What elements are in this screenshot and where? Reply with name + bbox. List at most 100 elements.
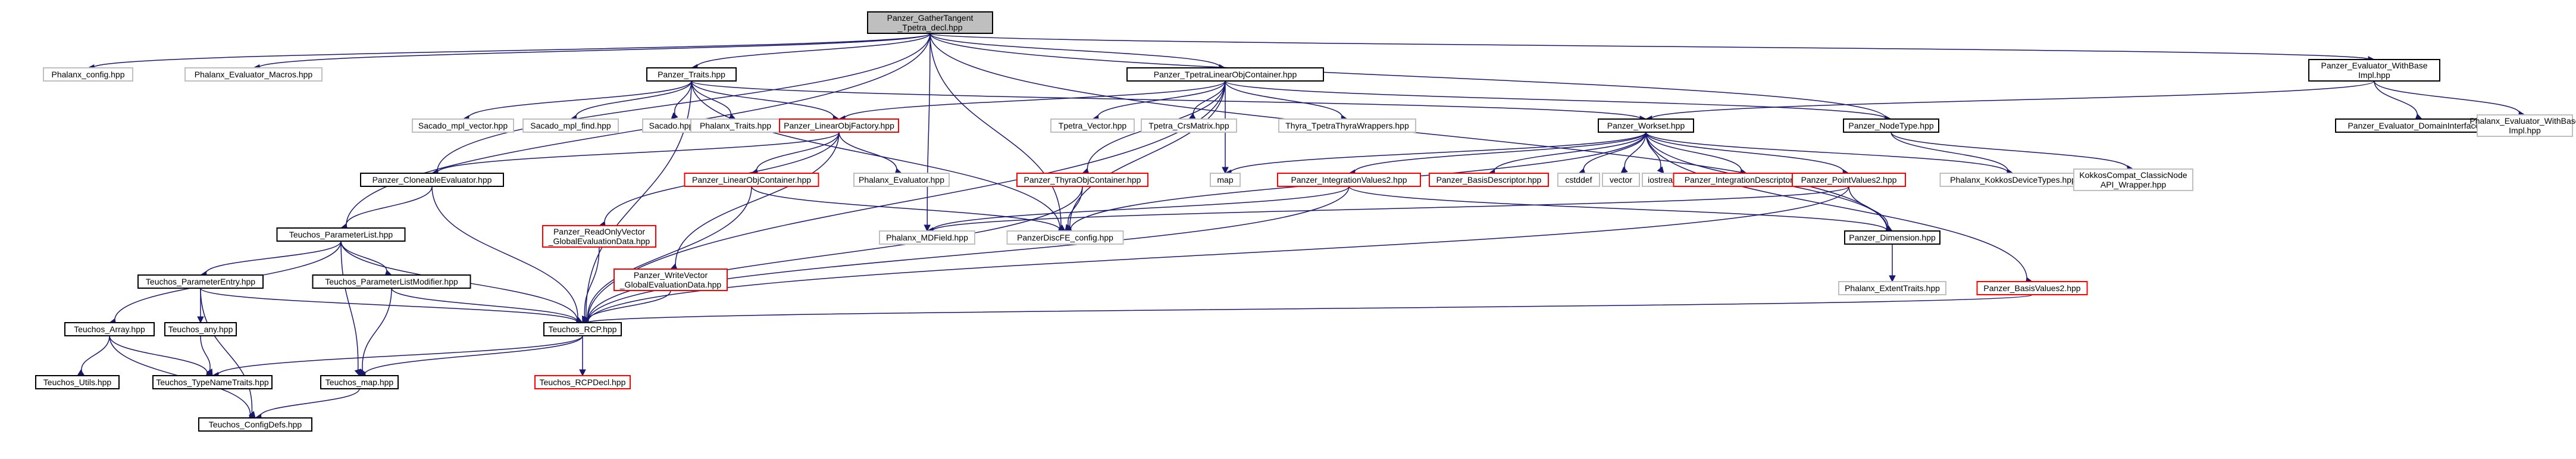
node-thyra-oc[interactable]: Panzer_ThyraObjContainer.hpp [1016, 173, 1148, 187]
node-label: Panzer_WriteVector [634, 270, 708, 280]
node-panzer-traits[interactable]: Panzer_Traits.hpp [646, 67, 737, 82]
node-iv2[interactable]: Panzer_IntegrationValues2.hpp [1277, 173, 1421, 187]
node-nodetype[interactable]: Panzer_NodeType.hpp [1843, 118, 1939, 133]
edge-loc-to-discfe [751, 186, 1066, 235]
edge-nodetype-to-kokkos_compat [1890, 132, 2134, 172]
node-param-list[interactable]: Teuchos_ParameterList.hpp [276, 227, 406, 242]
edge-root-to-eval_withbase [929, 33, 2375, 63]
node-int-desc[interactable]: Panzer_IntegrationDescriptor.hpp [1673, 173, 1820, 187]
edge-root-to-dimension [929, 33, 1893, 234]
edge-t_any-to-t_typename [200, 335, 213, 376]
edge-line [674, 80, 692, 116]
edge-eval_withbase-to-workset [1645, 80, 2375, 123]
node-label: Teuchos_ParameterList.hpp [289, 230, 393, 239]
node-t-rcpdecl[interactable]: Teuchos_RCPDecl.hpp [534, 375, 631, 389]
edge-basis_values2-to-t_rcp [581, 294, 2033, 326]
node-box [779, 118, 899, 133]
edge-arrowhead [77, 369, 84, 376]
edge-line [587, 294, 2033, 323]
edge-root-to-cloneable [431, 33, 931, 176]
edge-line [1225, 80, 1886, 120]
node-t-any[interactable]: Teuchos_any.hpp [164, 322, 237, 336]
node-box [534, 375, 631, 389]
edge-line [587, 186, 752, 321]
node-label: Panzer_IntegrationDescriptor.hpp [1685, 175, 1809, 185]
edge-lof-to-phalanx_evaluator [838, 132, 903, 175]
edge-arrowhead [924, 224, 931, 232]
node-box [137, 274, 264, 289]
node-basis-desc[interactable]: Panzer_BasisDescriptor.hpp [1429, 173, 1549, 187]
edge-line [929, 33, 1220, 68]
edge-workset-to-vector [1620, 132, 1647, 174]
edge-line [927, 33, 931, 226]
edge-line [1890, 132, 2129, 169]
edge-iv2-to-t_rcp [581, 186, 1350, 326]
edge-root-to-discfe [929, 33, 1066, 232]
node-label: Tpetra_CrsMatrix.hpp [1148, 121, 1229, 130]
node-label: Impl.hpp [2358, 70, 2390, 80]
edge-line [838, 132, 897, 172]
edge-line [691, 80, 731, 117]
node-basis-values2[interactable]: Panzer_BasisValues2.hpp [1976, 281, 2088, 295]
node-box [184, 67, 323, 82]
node-t-configdefs[interactable]: Teuchos_ConfigDefs.hpp [198, 417, 312, 432]
node-vector: vector [1602, 173, 1640, 187]
node-label: _Tpetra_decl.hpp [897, 23, 963, 32]
node-domain-iface[interactable]: Panzer_Evaluator_DomainInterface.hpp [2335, 118, 2509, 133]
node-box [320, 375, 399, 389]
edge-nodetype-to-kokkos_devtypes [1890, 132, 2014, 176]
node-t-map[interactable]: Teuchos_map.hpp [320, 375, 399, 389]
node-loc[interactable]: Panzer_LinearObjContainer.hpp [684, 173, 819, 187]
edge-line [751, 186, 1060, 231]
node-ro-vector[interactable]: Panzer_ReadOnlyVector_GlobalEvaluationDa… [542, 225, 656, 248]
node-box [1602, 173, 1640, 187]
node-lof[interactable]: Panzer_LinearObjFactory.hpp [779, 118, 899, 133]
edge-line [587, 186, 1849, 323]
edge-line [93, 33, 931, 68]
node-label: map [1217, 175, 1233, 185]
edge-line [1348, 186, 1888, 232]
node-box [1016, 173, 1148, 187]
edge-line [362, 288, 392, 371]
edge-line [431, 186, 578, 321]
node-box [1843, 118, 1939, 133]
edge-line [587, 290, 671, 322]
node-param-modifier[interactable]: Teuchos_ParameterListModifier.hpp [312, 274, 471, 289]
node-discfe: PanzerDiscFE_config.hpp [1006, 230, 1124, 245]
edge-tpetra_loc-to-thyra_tpetra [1225, 80, 1348, 122]
edge-line [929, 33, 1062, 228]
edge-line [200, 288, 253, 414]
node-t-typename[interactable]: Teuchos_TypeNameTraits.hpp [152, 375, 273, 389]
node-label: Panzer_BasisDescriptor.hpp [1436, 175, 1542, 185]
edge-param_list-to-t_map [340, 241, 361, 377]
edge-root-to-phalanx_config [87, 33, 931, 71]
node-t-utils[interactable]: Teuchos_Utils.hpp [35, 375, 120, 389]
node-box [1277, 173, 1421, 187]
node-tpetra-vector: Tpetra_Vector.hpp [1050, 118, 1135, 133]
node-dimension[interactable]: Panzer_Dimension.hpp [1844, 230, 1940, 245]
node-kokkos-devtypes: Phalanx_KokkosDeviceTypes.hpp [1939, 173, 2087, 187]
node-wo-vector[interactable]: Panzer_WriteVector_GlobalEvaluationData.… [614, 268, 728, 291]
node-label: Teuchos_any.hpp [168, 324, 233, 334]
node-label: Teuchos_Utils.hpp [43, 377, 112, 387]
node-label: Panzer_CloneableEvaluator.hpp [373, 175, 492, 185]
edge-panzer_traits-to-lof [691, 80, 840, 122]
node-phalanx-evaluator: Phalanx_Evaluator.hpp [853, 173, 950, 187]
node-t-array[interactable]: Teuchos_Array.hpp [64, 322, 155, 336]
node-param-entry[interactable]: Teuchos_ParameterEntry.hpp [137, 274, 264, 289]
edge-iv2-to-mdfield [926, 186, 1350, 235]
node-t-rcp[interactable]: Teuchos_RCP.hpp [543, 322, 622, 336]
edge-arrowhead [1065, 224, 1072, 232]
node-workset[interactable]: Panzer_Workset.hpp [1598, 118, 1694, 133]
edge-panzer_traits-to-sacado [671, 80, 692, 120]
edge-line [1848, 186, 1889, 229]
node-tpetra-loc[interactable]: Panzer_TpetraLinearObjContainer.hpp [1126, 67, 1324, 82]
node-label: PanzerDiscFE_config.hpp [1017, 233, 1113, 242]
edge-workset-to-pv2 [1645, 132, 1850, 176]
node-cloneable[interactable]: Panzer_CloneableEvaluator.hpp [360, 173, 504, 187]
edge-workset-to-iostream [1645, 132, 1664, 174]
node-pv2[interactable]: Panzer_PointValues2.hpp [1792, 173, 1906, 187]
node-box [35, 375, 120, 389]
